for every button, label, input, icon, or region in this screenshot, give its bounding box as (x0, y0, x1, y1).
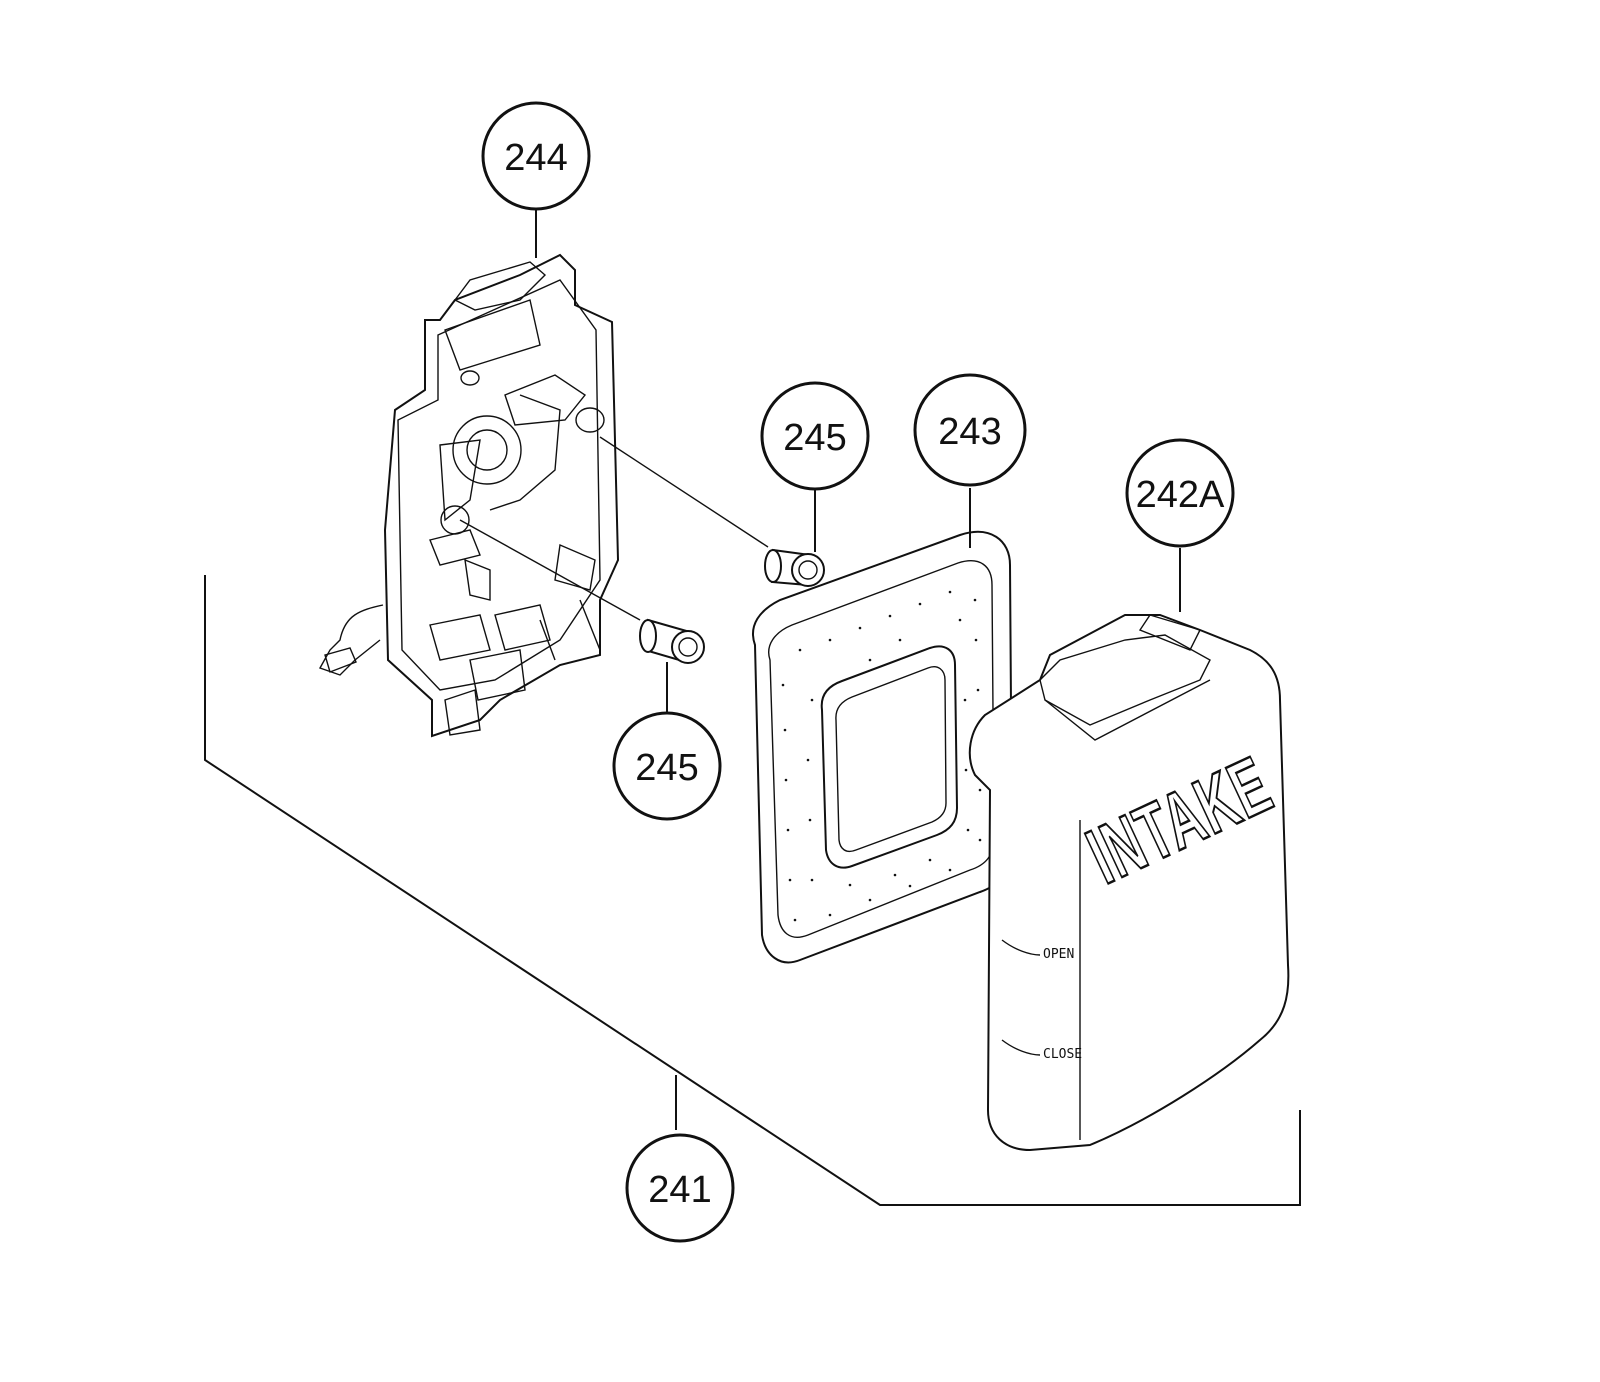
guide-line-245b (459, 519, 641, 621)
spacer-part-245-lower (639, 618, 705, 664)
callout-245-upper: 245 (760, 381, 870, 491)
callout-243: 243 (913, 373, 1027, 487)
svg-text:244: 244 (504, 137, 567, 179)
spacer-part-245-upper (764, 548, 825, 587)
svg-text:245: 245 (783, 417, 846, 459)
svg-text:243: 243 (938, 411, 1001, 453)
base-plate-part-244 (318, 253, 620, 738)
callout-245-lower: 245 (612, 711, 722, 821)
cover-close-label: CLOSE (1043, 1047, 1082, 1062)
svg-text:245: 245 (635, 747, 698, 789)
svg-text:241: 241 (648, 1169, 711, 1211)
callout-242A: 242A (1125, 438, 1235, 548)
callout-244: 244 (481, 101, 591, 211)
callout-241: 241 (625, 1133, 735, 1243)
assembly-bracket-241 (204, 575, 1301, 1206)
cover-open-label: OPEN (1043, 947, 1074, 962)
svg-text:242A: 242A (1136, 474, 1225, 516)
guide-line-245a (599, 436, 769, 548)
air-cleaner-cover-part-242A: INTAKE OPEN CLOSE (968, 614, 1290, 1152)
